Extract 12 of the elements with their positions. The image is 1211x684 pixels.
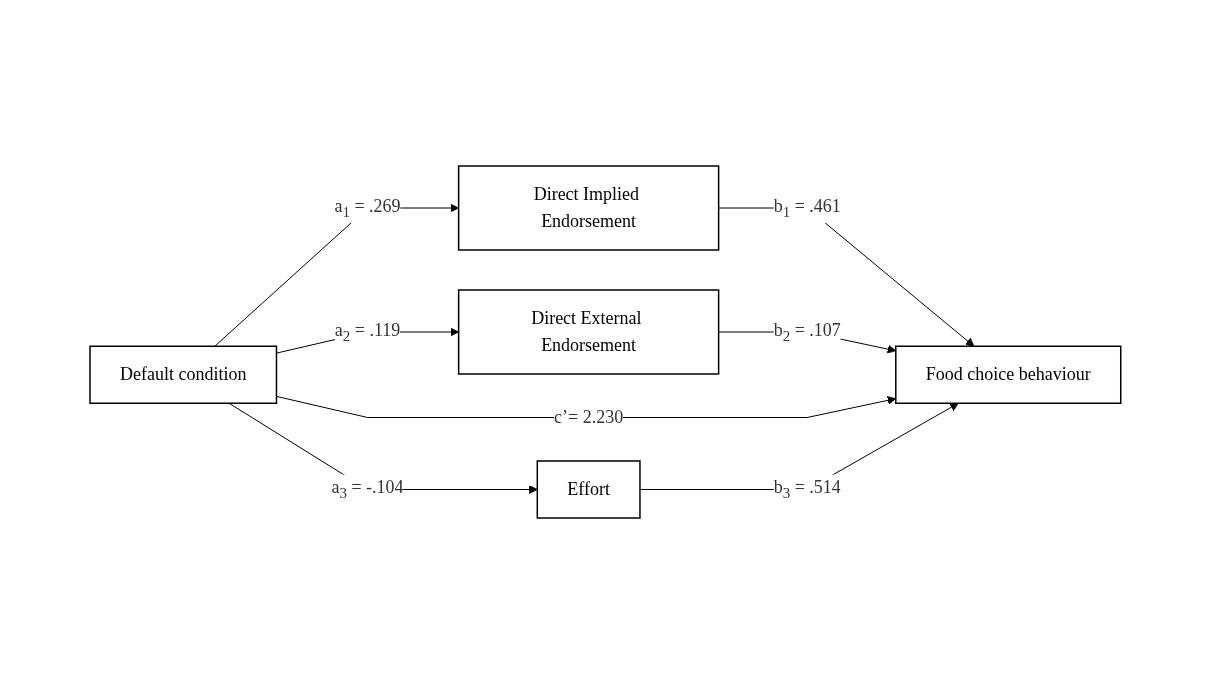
edge-label: b$_{3}$ = .514 [773, 477, 841, 502]
node-box: Effort [536, 460, 641, 519]
node-box: Direct Implied Endorsement [458, 165, 720, 251]
edge-label: a$_{1}$ = .269 [334, 195, 401, 220]
edge-label: c’= 2.230 [554, 407, 624, 427]
edge-label: b$_{1}$ = .461 [773, 195, 841, 220]
node-box: Direct External Endorsement [458, 289, 720, 375]
node-box: Food choice behaviour [895, 345, 1122, 404]
node-box: Default condition [89, 345, 278, 404]
edge-label: a$_{3}$ = -.104 [331, 477, 404, 502]
edge-label: a$_{2}$ = .119 [334, 319, 401, 344]
edge-label: b$_{2}$ = .107 [773, 319, 841, 344]
